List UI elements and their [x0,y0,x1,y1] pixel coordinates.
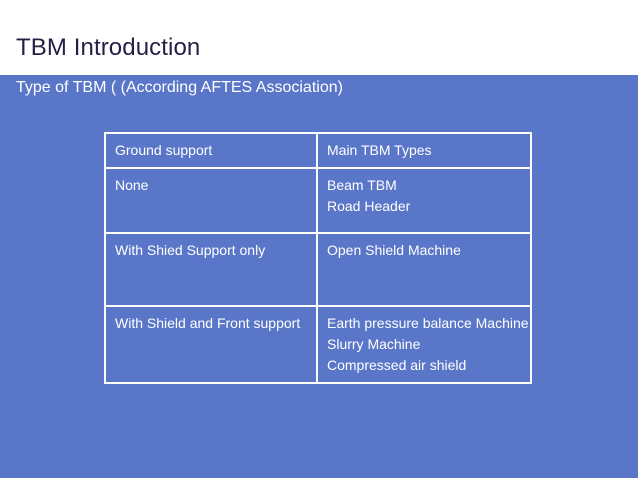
table-cell-ground-support: None [104,167,318,234]
cell-text-line: Beam TBM [327,177,397,193]
slide-header-band [0,0,638,75]
table-cell-ground-support: With Shield and Front support [104,305,318,384]
table-cell-main-tbm-types: Open Shield Machine [316,232,532,307]
cell-text-line: With Shield and Front support [115,315,301,331]
table-row: With Shield and Front support Earth pres… [104,305,532,384]
tbm-types-table: Ground support Main TBM Types None Beam … [104,132,532,384]
cell-text-line: Compressed air shield [327,357,467,373]
cell-text-line: None [115,177,149,193]
cell-text-line: Road Header [327,198,411,214]
table-header-cell-main-tbm-types: Main TBM Types [316,132,532,169]
cell-text-line: Slurry Machine [327,336,421,352]
slide-subtitle: Type of TBM ( (According AFTES Associati… [16,79,343,96]
cell-text-line: Open Shield Machine [327,242,461,258]
table-header-label: Main TBM Types [327,142,432,158]
table-header-label: Ground support [115,142,213,158]
table-row: None Beam TBM Road Header [104,167,532,234]
table-header-row: Ground support Main TBM Types [104,132,532,169]
table-cell-ground-support: With Shied Support only [104,232,318,307]
table-cell-main-tbm-types: Earth pressure balance Machine Slurry Ma… [316,305,532,384]
page-title: TBM Introduction [16,34,201,61]
cell-text-line: Earth pressure balance Machine [327,315,529,331]
cell-text-line: With Shied Support only [115,242,266,258]
table-row: With Shied Support only Open Shield Mach… [104,232,532,307]
table-cell-main-tbm-types: Beam TBM Road Header [316,167,532,234]
table-header-cell-ground-support: Ground support [104,132,318,169]
